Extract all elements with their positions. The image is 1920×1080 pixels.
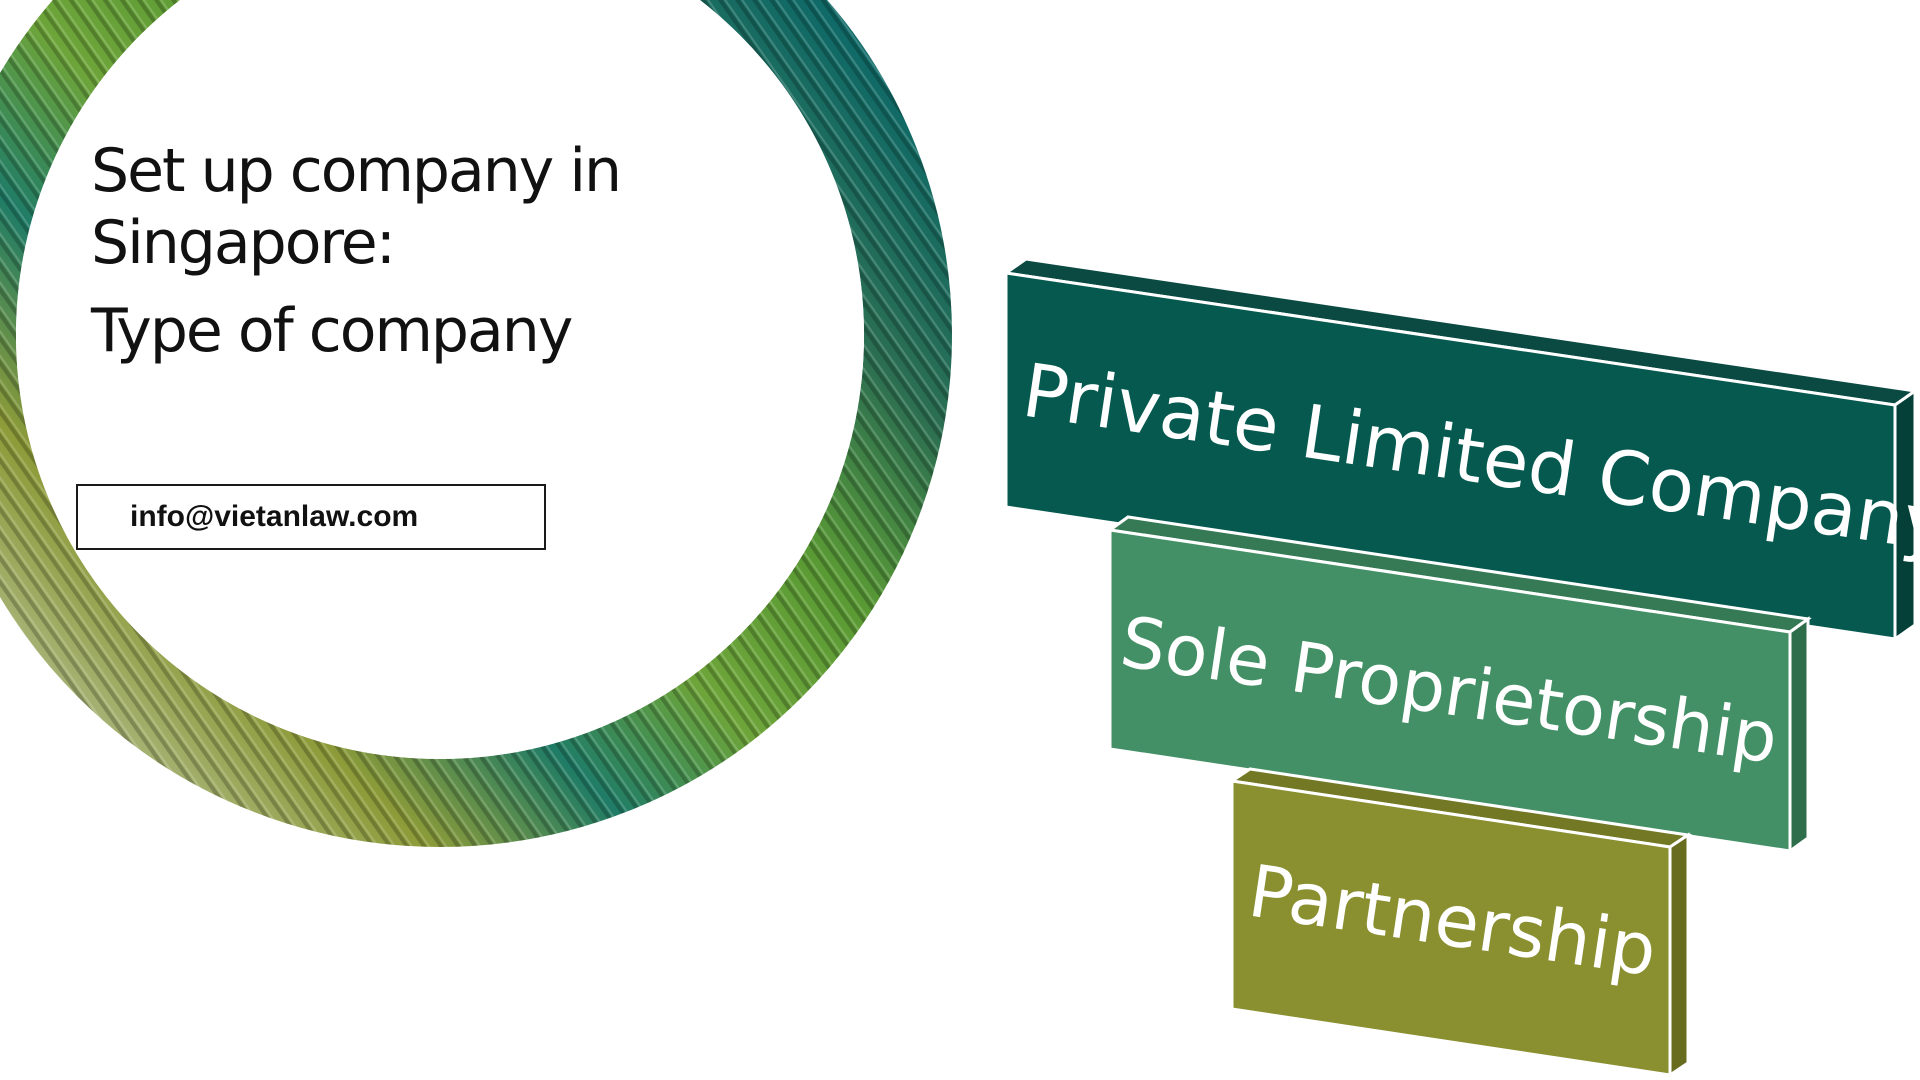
block-sole-proprietorship: Sole Proprietorship xyxy=(1106,515,1812,854)
block-2-side xyxy=(1788,616,1810,854)
page-title: Set up company in Singapore: Type of com… xyxy=(91,135,691,367)
block-1-front xyxy=(1004,271,1897,641)
block-3-front xyxy=(1230,779,1672,1077)
block-3-side xyxy=(1668,832,1690,1078)
subtitle: Type of company xyxy=(91,296,573,366)
email-box: info@vietanlaw.com xyxy=(76,484,546,550)
block-partnership: Partnership xyxy=(1227,767,1693,1078)
email-text[interactable]: info@vietanlaw.com xyxy=(130,500,419,533)
block-2-front xyxy=(1108,528,1792,853)
title-line: Set up company in Singapore: xyxy=(91,136,622,278)
